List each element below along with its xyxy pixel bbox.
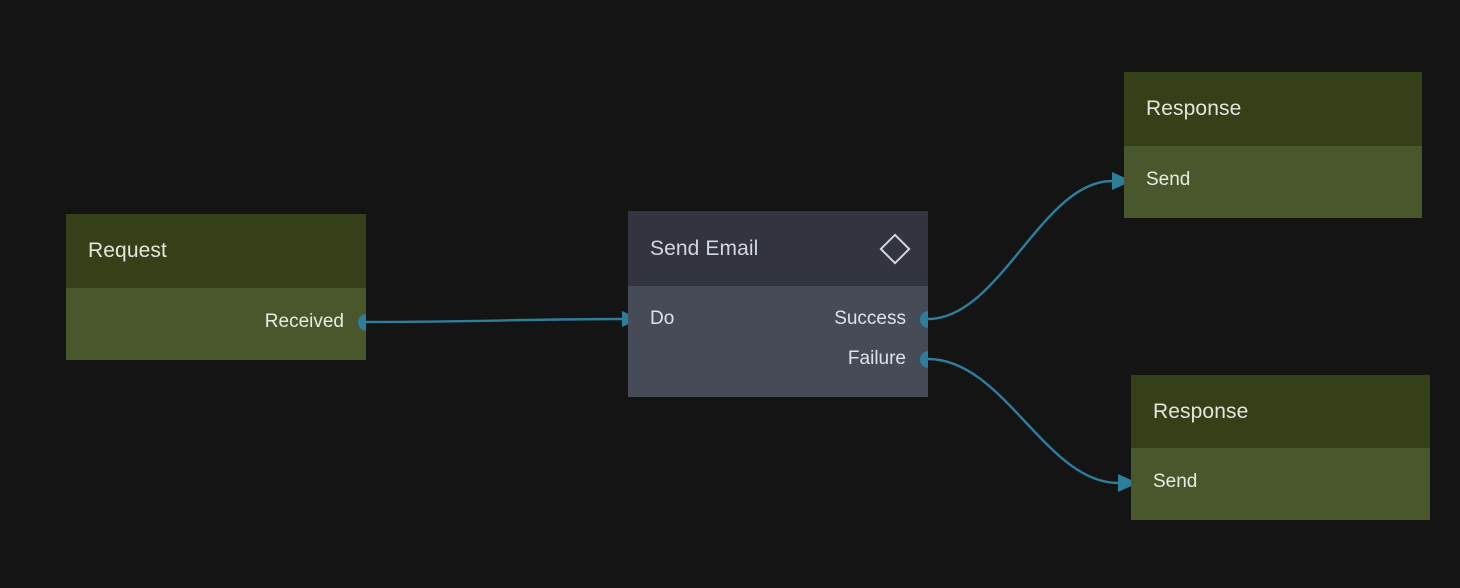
node-request-header[interactable]: Request	[66, 214, 366, 288]
output-port-failure[interactable]: Failure	[848, 347, 906, 371]
edge-request-to-sendemail[interactable]	[364, 317, 624, 324]
edge-failure-to-response[interactable]	[926, 357, 1120, 485]
input-port-send[interactable]: Send	[1153, 470, 1197, 494]
node-request[interactable]: Request Received	[66, 214, 366, 360]
input-port-do-label: Do	[650, 308, 675, 329]
node-response-success-title: Response	[1146, 97, 1242, 120]
node-response-failure-body: Send	[1131, 448, 1430, 520]
node-response-failure-title: Response	[1153, 399, 1249, 423]
node-send-email-title: Send Email	[650, 236, 759, 260]
input-port-send[interactable]: Send	[1146, 168, 1190, 192]
diamond-icon	[879, 232, 911, 265]
node-response-failure[interactable]: Response Send	[1131, 375, 1430, 520]
node-response-success-body: Send	[1124, 146, 1422, 218]
node-response-success[interactable]: Response Send	[1124, 72, 1422, 218]
input-port-send-label: Send	[1153, 471, 1198, 492]
output-port-failure-dot[interactable]	[919, 350, 928, 368]
output-port-success-label: Success	[834, 308, 906, 329]
input-port-send-label: Send	[1146, 169, 1191, 190]
output-port-received-label: Received	[264, 311, 344, 332]
node-request-body: Received	[66, 288, 366, 360]
node-response-failure-header[interactable]: Response	[1131, 375, 1430, 448]
node-request-title: Request	[88, 239, 167, 262]
node-send-email-body: Do Success Failure	[628, 286, 928, 397]
output-port-success-dot[interactable]	[919, 310, 928, 328]
output-port-success[interactable]: Success	[834, 307, 906, 331]
node-send-email-header[interactable]: Send Email	[628, 211, 928, 286]
node-response-success-header[interactable]: Response	[1124, 72, 1422, 146]
edge-success-to-response[interactable]	[926, 179, 1114, 321]
output-port-received[interactable]: Received	[265, 310, 344, 334]
node-send-email[interactable]: Send Email Do Success Failure	[628, 211, 928, 397]
input-port-do[interactable]: Do	[650, 307, 674, 331]
output-port-received-dot[interactable]	[357, 313, 366, 331]
output-port-failure-label: Failure	[847, 348, 906, 369]
